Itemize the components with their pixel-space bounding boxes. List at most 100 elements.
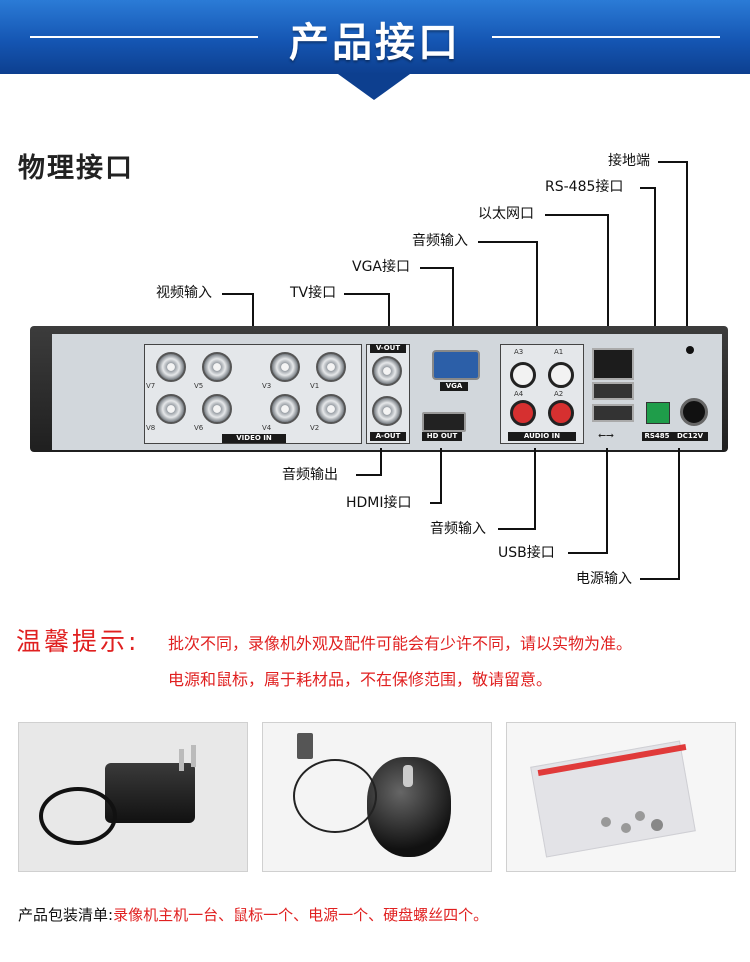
leader-line (534, 448, 536, 530)
audio-channel-label: A2 (554, 390, 564, 398)
audio-channel-label: A4 (514, 390, 524, 398)
usb-symbol-icon: ⭠⭢ (598, 430, 614, 441)
leader-line (380, 448, 382, 476)
screws-photo (506, 722, 736, 872)
banner-line-right (492, 36, 720, 38)
dvr-rear-panel: V7 V5 V3 V1 V8 V6 V4 V2 VIDEO IN V-OUT A… (52, 334, 722, 450)
adapter-prong-icon (179, 749, 184, 771)
leader-line (498, 528, 536, 530)
leader-line (654, 187, 656, 399)
banner-line-left (30, 36, 258, 38)
tip-heading: 温馨提示: (16, 627, 140, 656)
label-audio-in-top: 音频输入 (412, 233, 468, 249)
section-title: 物理接口 (18, 153, 134, 184)
audio-in-group (500, 344, 584, 444)
audio-channel-label: A1 (554, 348, 564, 356)
bnc-connector-icon (270, 394, 300, 424)
channel-label: V5 (194, 382, 204, 390)
screw-icon (635, 811, 645, 821)
dc-jack-icon (680, 398, 708, 426)
label-ground: 接地端 (608, 153, 650, 169)
packing-label: 产品包装清单: (18, 906, 114, 924)
ground-screw-icon (686, 346, 694, 354)
label-usb: USB接口 (498, 545, 555, 561)
rs485-plate: RS485 (642, 432, 672, 441)
header-banner: 产品接口 (0, 0, 750, 74)
leader-line (344, 293, 390, 295)
leader-line (356, 474, 382, 476)
bnc-connector-icon (202, 394, 232, 424)
tip-line-1: 批次不同，录像机外观及配件可能会有少许不同，请以实物为准。 (168, 634, 633, 653)
bnc-connector-icon (316, 394, 346, 424)
label-hdmi: HDMI接口 (346, 495, 412, 511)
bnc-connector-icon (372, 356, 402, 386)
label-video-in: 视频输入 (156, 285, 212, 301)
vout-plate: V-OUT (370, 344, 406, 353)
channel-label: V7 (146, 382, 156, 390)
channel-label: V8 (146, 424, 156, 432)
label-power-in: 电源输入 (576, 571, 632, 587)
channel-label: V1 (310, 382, 320, 390)
leader-line (568, 552, 608, 554)
bnc-connector-icon (156, 394, 186, 424)
hdout-plate: HD OUT (422, 432, 462, 441)
leader-line (478, 241, 538, 243)
label-audio-out: 音频输出 (282, 467, 338, 483)
usb-port-icon (592, 404, 634, 422)
bnc-connector-icon (372, 396, 402, 426)
banner-title: 产品接口 (289, 20, 461, 66)
leader-line (430, 502, 442, 504)
adapter-body-icon (105, 763, 195, 823)
mouse-cable-icon (293, 759, 377, 833)
leader-line (440, 448, 442, 504)
screw-icon (621, 823, 631, 833)
rca-connector-icon (548, 362, 574, 388)
leader-line (640, 187, 656, 189)
audio-channel-label: A3 (514, 348, 524, 356)
label-vga: VGA接口 (352, 259, 411, 275)
label-ethernet: 以太网口 (478, 206, 534, 222)
leader-line (388, 293, 390, 351)
leader-line (252, 293, 254, 347)
packing-list: 产品包装清单:录像机主机一台、鼠标一个、电源一个、硬盘螺丝四个。 (18, 904, 488, 925)
adapter-cable-icon (39, 787, 117, 845)
channel-label: V4 (262, 424, 272, 432)
bnc-connector-icon (156, 352, 186, 382)
aout-plate: A-OUT (370, 432, 406, 441)
mouse-wheel-icon (403, 765, 413, 787)
video-in-plate: VIDEO IN (222, 434, 286, 443)
leader-line (536, 241, 538, 347)
dc-plate: DC12V (672, 432, 708, 441)
leader-line (686, 161, 688, 339)
bnc-connector-icon (270, 352, 300, 382)
channel-label: V6 (194, 424, 204, 432)
usb-port-icon (592, 382, 634, 400)
vga-plate: VGA (440, 382, 468, 391)
rca-connector-icon (510, 400, 536, 426)
power-adapter-photo (18, 722, 248, 872)
screw-icon (651, 819, 663, 831)
hdmi-port-icon (422, 412, 466, 432)
screw-icon (601, 817, 611, 827)
leader-line (607, 214, 609, 344)
leader-line (606, 448, 608, 554)
audio-in-plate: AUDIO IN (508, 432, 576, 441)
label-tv: TV接口 (290, 285, 337, 301)
rca-connector-icon (510, 362, 536, 388)
vga-port-icon (432, 350, 480, 380)
rca-connector-icon (548, 400, 574, 426)
leader-line (222, 293, 254, 295)
usb-plug-icon (297, 733, 313, 759)
channel-label: V3 (262, 382, 272, 390)
leader-line (658, 161, 688, 163)
packing-content: 录像机主机一台、鼠标一个、电源一个、硬盘螺丝四个。 (113, 906, 489, 924)
bnc-connector-icon (202, 352, 232, 382)
leader-line (452, 267, 454, 351)
adapter-prong-icon (191, 745, 196, 767)
rs485-terminal-icon (646, 402, 670, 424)
banner-arrow-icon (338, 74, 410, 100)
bnc-connector-icon (316, 352, 346, 382)
leader-line (640, 578, 680, 580)
leader-line (678, 448, 680, 580)
channel-label: V2 (310, 424, 320, 432)
